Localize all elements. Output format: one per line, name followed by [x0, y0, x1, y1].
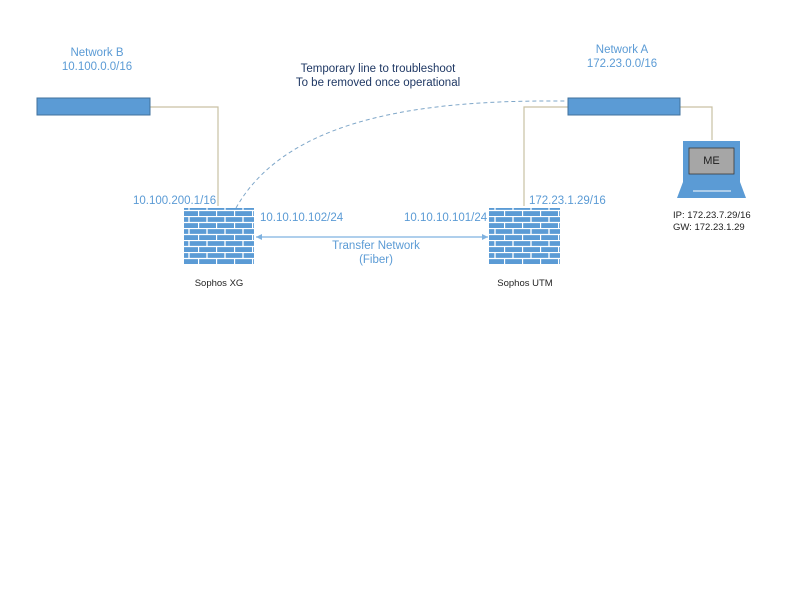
sophos-utm-label: Sophos UTM	[497, 278, 553, 289]
link-laptop-network-a	[680, 106, 713, 140]
xg-lan-ip: 10.100.200.1/16	[133, 195, 217, 207]
network-a-subnet: 172.23.0.0/16	[586, 58, 658, 70]
sophos-xg-firewall-icon	[184, 208, 254, 265]
network-a-label: Network A 172.23.0.0/16	[572, 43, 672, 71]
link-xg-network-b	[150, 106, 219, 206]
xg-transfer-ip: 10.10.10.102/24	[260, 212, 344, 224]
laptop-screen-label: ME	[703, 155, 720, 167]
network-b-name: Network B	[70, 47, 124, 59]
temporary-line-note: Temporary line to troubleshoot To be rem…	[278, 62, 478, 90]
sophos-utm-firewall-icon	[489, 208, 560, 265]
network-a-switch	[567, 97, 681, 116]
network-a-name: Network A	[595, 44, 649, 56]
transfer-arrow-right	[482, 234, 488, 240]
network-b-subnet: 10.100.0.0/16	[61, 61, 133, 73]
sophos-xg-label: Sophos XG	[194, 278, 244, 289]
laptop-ip: IP: 172.23.7.29/16	[673, 210, 751, 221]
laptop-addresses: IP: 172.23.7.29/16 GW: 172.23.1.29	[673, 210, 751, 234]
utm-lan-ip: 172.23.1.29/16	[529, 195, 606, 207]
transfer-network-label: Transfer Network (Fiber)	[316, 239, 436, 267]
laptop-icon	[677, 141, 746, 198]
temporary-dashed-line	[235, 100, 567, 209]
laptop-gw: GW: 172.23.1.29	[673, 222, 745, 233]
utm-transfer-ip: 10.10.10.101/24	[404, 212, 488, 224]
link-utm-network-a	[523, 106, 568, 206]
transfer-arrow-left	[256, 234, 262, 240]
note-line-1: Temporary line to troubleshoot	[300, 63, 456, 75]
network-b-switch	[36, 97, 151, 116]
note-line-2: To be removed once operational	[295, 77, 461, 89]
transfer-line-2: (Fiber)	[359, 254, 393, 266]
network-b-label: Network B 10.100.0.0/16	[47, 46, 147, 74]
transfer-line-1: Transfer Network	[332, 240, 420, 252]
